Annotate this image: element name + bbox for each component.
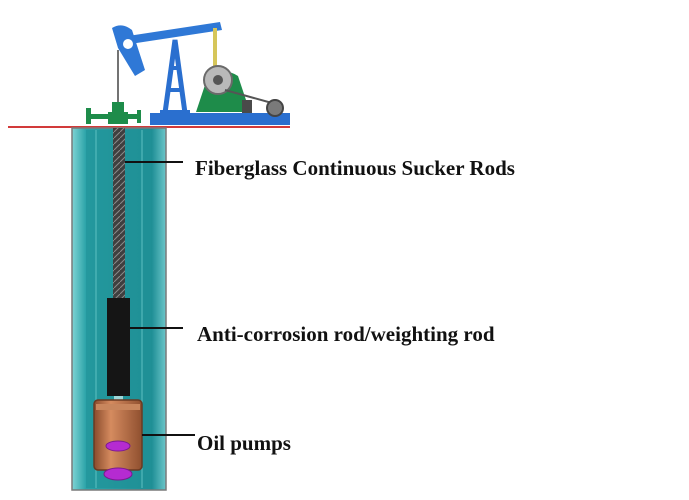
wellhead-icon	[86, 102, 141, 124]
weighting-rod	[107, 298, 130, 396]
label-anti-corrosion-rod: Anti-corrosion rod/weighting rod	[197, 322, 495, 346]
sucker-rod	[113, 128, 125, 298]
label-fiberglass-rods: Fiberglass Continuous Sucker Rods	[195, 156, 515, 180]
pumpjack-icon	[112, 22, 290, 125]
oil-pump-icon	[93, 399, 143, 481]
label-oil-pumps: Oil pumps	[197, 431, 291, 455]
